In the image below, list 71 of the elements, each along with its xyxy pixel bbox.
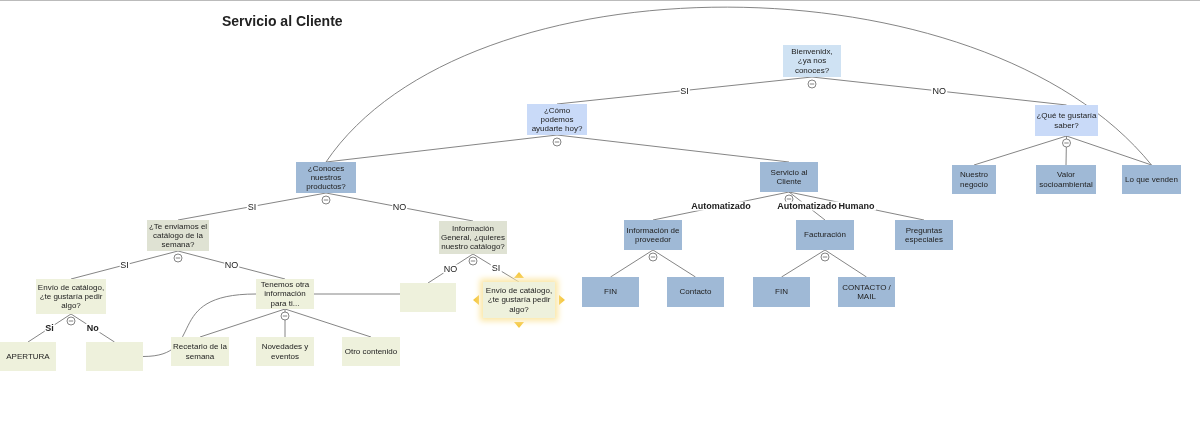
connector-line [313, 293, 401, 295]
process-box [1035, 105, 1098, 136]
empty-box [86, 342, 143, 371]
node-text: Recetario de la semana [172, 342, 228, 361]
connector-line [325, 6, 1152, 166]
node-text: ¿Te enviamos el catálogo de la semana? [148, 221, 208, 250]
node-text: Bienvenidx, ¿ya nos conoces? [790, 47, 834, 75]
process-box [1122, 165, 1181, 194]
node-text: ¿Conoces nuestros productos? [305, 163, 347, 192]
connector-line [284, 308, 372, 338]
edge-label: SI [679, 86, 690, 95]
connector-line [177, 250, 286, 280]
process-box [256, 337, 314, 366]
node-text: Preguntas especiales [904, 225, 944, 245]
node-text: Información de proveedor [625, 225, 681, 245]
edge-label: NO [931, 86, 947, 96]
edge-label: Humano [837, 201, 876, 211]
node-text: Nuestro negocio [959, 170, 989, 189]
node-text: Otro contenido [344, 346, 398, 357]
node-text: Información General, ¿quieres nuestro catálogo? [440, 223, 506, 252]
node-text: CONTACTO / MAIL [841, 282, 892, 302]
connector-line [652, 249, 696, 278]
process-box [1036, 165, 1096, 194]
process-box [783, 45, 841, 77]
edge-label: NO [223, 260, 240, 270]
edge-label: SI [490, 263, 502, 273]
process-box [342, 337, 400, 366]
connector-line [1065, 135, 1067, 166]
node-text: ¿Cómo podemos ayudarte hoy? [530, 105, 584, 134]
node-text: FIN [775, 287, 788, 297]
process-box [667, 277, 724, 307]
connector-line [199, 308, 286, 338]
connector-line [1066, 135, 1152, 166]
node-text: Novedades y eventos [260, 342, 310, 361]
node-text: APERTURA [6, 351, 50, 362]
edge-label: SI [246, 202, 258, 211]
edge-label: Automatizado [776, 201, 838, 211]
process-box [753, 277, 810, 307]
process-box [171, 337, 229, 366]
connector-line [284, 308, 286, 338]
process-box [895, 220, 953, 250]
edge-label: Automatizado [690, 201, 752, 211]
edge-label: NO [442, 264, 459, 273]
node-text: FIN [604, 287, 617, 297]
node-text: Envío de catálogo, ¿te gustaría pedir algo? [37, 282, 105, 311]
process-box [582, 277, 639, 307]
node-text: Valor socioambiental [1038, 170, 1094, 189]
process-box [760, 162, 818, 192]
node-text: Envío de catálogo, ¿te gustaría pedir algo? [484, 286, 554, 314]
process-box [0, 342, 56, 371]
connector-line [781, 249, 826, 278]
edge-label: No [85, 323, 100, 333]
process-box [296, 162, 356, 193]
process-box [952, 165, 996, 194]
node-text: Tenemos otra información para ti... [259, 280, 311, 308]
connector-line [973, 135, 1067, 166]
edge-label: SI [119, 260, 130, 270]
empty-box [400, 283, 456, 312]
edge-label: NO [391, 202, 408, 212]
process-box [796, 220, 854, 250]
connector-line [824, 249, 867, 278]
node-text: Facturación [804, 230, 846, 240]
edge-label: Si [44, 323, 55, 333]
node-text: Servicio al Cliente [769, 167, 809, 187]
node-text: Contacto [679, 287, 712, 297]
node-text: Lo que venden [1125, 174, 1178, 185]
node-text: ¿Qué te gustaría saber? [1036, 111, 1097, 130]
connector-line [610, 249, 654, 278]
diagram-title: Servicio al Cliente [222, 12, 343, 31]
connector-line [70, 250, 179, 280]
connector-line [142, 293, 257, 357]
